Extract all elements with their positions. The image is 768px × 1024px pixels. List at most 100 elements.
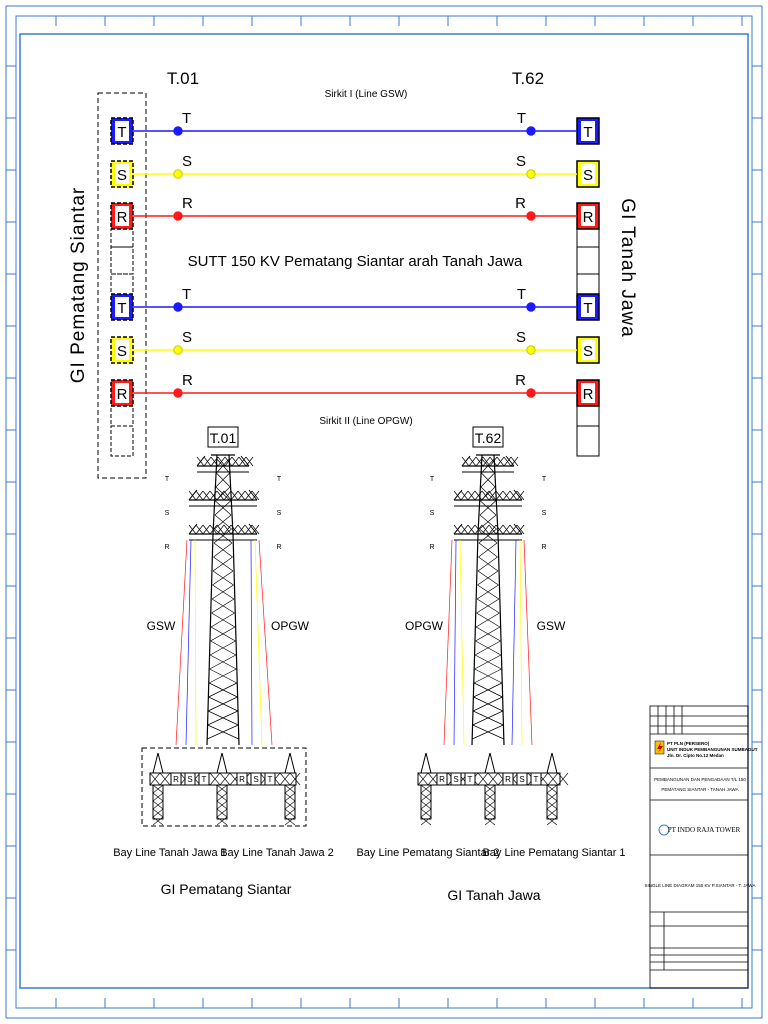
gantry-lattice — [152, 784, 164, 794]
gantry-lattice — [484, 808, 496, 818]
gantry-leg — [284, 784, 296, 820]
tower-lattice — [238, 456, 247, 467]
gantry-lattice — [289, 772, 301, 786]
right-bay-label-2: Bay Line Pematang Siantar 1 — [482, 847, 625, 859]
tower-lattice — [488, 490, 497, 501]
tower-lattice — [208, 668, 237, 684]
gantry-lattice — [209, 772, 221, 786]
tower-lattice — [480, 472, 495, 488]
gantry-lattice — [159, 772, 171, 786]
gantry-lattice — [420, 816, 432, 826]
tower-lattice — [481, 490, 490, 501]
tower-lattice — [195, 490, 204, 501]
tower-lattice — [202, 490, 211, 501]
tower-drop-wire — [519, 539, 523, 746]
tower-phase-label-left: S — [430, 510, 435, 517]
left-wire-label-left: GSW — [147, 619, 176, 633]
tower-lattice — [223, 490, 232, 501]
gantry-lattice — [152, 792, 164, 802]
gantry-lattice — [417, 772, 429, 786]
tower-lattice — [477, 556, 498, 572]
left-bus-empty-cell — [110, 246, 134, 275]
tower-phase-label-right: S — [542, 510, 547, 517]
tower-lattice — [244, 524, 253, 535]
tower-lattice — [488, 524, 497, 535]
tower-lattice — [478, 542, 498, 558]
circuit-2-label: Sirkit II (Line OPGW) — [319, 416, 412, 427]
tower-start-label: T.01 — [167, 69, 199, 88]
phase-label-right: T — [517, 286, 526, 303]
tower-lattice — [472, 710, 503, 726]
circuit-1-label: Sirkit I (Line GSW) — [325, 89, 408, 100]
tower-lattice — [472, 724, 504, 740]
gantry-lattice — [152, 816, 164, 826]
gantry-lattice — [484, 784, 496, 794]
tower-lattice — [213, 542, 233, 558]
tower-lattice — [237, 490, 246, 501]
tower-phase-label-right: S — [277, 510, 282, 517]
phase-node-right — [526, 169, 536, 179]
right-bus-empty-cell — [576, 425, 600, 457]
gantry-lattice — [547, 772, 559, 786]
drawing-frame — [5, 5, 763, 1019]
tower-phase-label-right: R — [541, 544, 546, 551]
right-bus-cell-inner — [581, 297, 595, 317]
gantry-lattice — [284, 784, 296, 794]
company-unit: UNIT INDUK PEMBANGUNAN SUMBAGUT — [667, 747, 758, 752]
gantry-spire — [420, 752, 432, 774]
tower-lattice — [216, 524, 225, 535]
phase-label-right: R — [515, 195, 526, 212]
gantry-phase-box — [236, 772, 248, 786]
tower-lattice — [479, 500, 496, 516]
phase-label-right: T — [517, 110, 526, 127]
tower-lattice — [502, 490, 511, 501]
tower-phase-label-left: R — [164, 544, 169, 551]
tower-lattice — [216, 490, 225, 501]
tower-lattice — [208, 682, 238, 698]
tower-drop-wire — [175, 539, 188, 746]
phase-label-left: T — [182, 110, 191, 127]
tower-drop-wire — [459, 539, 465, 746]
gantry-lattice — [284, 800, 296, 810]
gantry-phase-box — [436, 772, 448, 786]
gantry-lattice — [484, 816, 496, 826]
left-bus-empty-cell — [110, 405, 134, 427]
gantry-phase-box — [170, 772, 182, 786]
gantry-phase-box — [264, 772, 276, 786]
gantry-phase-label: T — [534, 775, 539, 784]
gantry-lattice — [216, 792, 228, 802]
tower-lattice — [473, 696, 503, 712]
company-address: Jln. Dr. Cipto No.12 Medan — [667, 753, 724, 758]
left-bus-empty-cell — [110, 228, 134, 248]
drawing-title: SINGLE LINE DIAGRAM 150 KV P.SIANTAR - T… — [645, 883, 756, 888]
tower-lattice — [209, 490, 218, 501]
tower-drop-wire — [453, 539, 457, 746]
tower-lattice — [502, 524, 511, 535]
gantry-phase-label: R — [239, 775, 245, 784]
left-bus-phase-letter: R — [117, 209, 128, 226]
tower-leg — [206, 454, 218, 746]
left-bus-cell-inner — [115, 206, 129, 226]
phase-label-left: R — [182, 195, 193, 212]
tower-lattice — [460, 490, 469, 501]
contractor-name: PT INDO RAJA TOWER — [668, 826, 741, 834]
left-bus-phase-letter: T — [117, 300, 126, 317]
gantry-lattice — [420, 792, 432, 802]
gantry-lattice — [284, 816, 296, 826]
tower-lattice — [467, 490, 476, 501]
left-bus-cell-inner — [115, 340, 129, 360]
tower-lattice — [188, 524, 197, 535]
left-bus-phase-letter: T — [117, 124, 126, 141]
tower-lattice — [509, 490, 518, 501]
right-bus-empty-cell — [576, 405, 600, 427]
left-bus-phase-letter: S — [117, 167, 127, 184]
tower-phase-label-left: T — [430, 476, 435, 483]
gantry-lattice — [427, 772, 439, 786]
right-bay-label-1: Bay Line Pematang Siantar 2 — [356, 847, 499, 859]
phase-node-right — [526, 302, 536, 312]
tower-lattice — [211, 598, 235, 614]
tower-drop-wire — [185, 539, 192, 746]
